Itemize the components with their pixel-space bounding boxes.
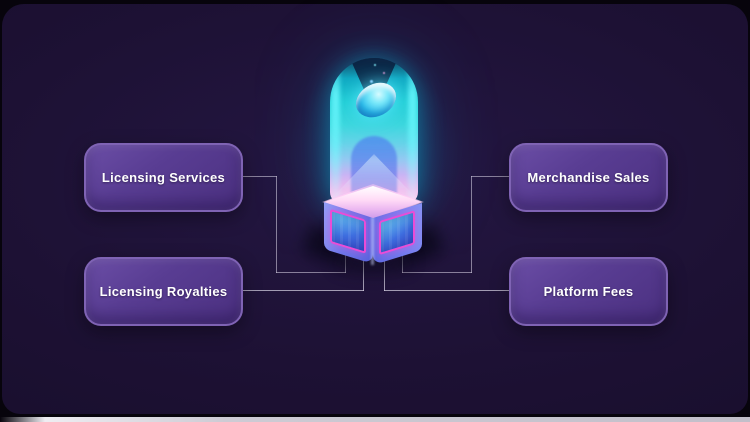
connector-licensing-services-h2 <box>276 272 346 273</box>
connector-platform-fees-stub <box>384 254 385 291</box>
connector-merchandise-sales-h2 <box>402 272 472 273</box>
node-licensing-services: Licensing Services <box>84 143 243 212</box>
node-label: Merchandise Sales <box>527 170 650 185</box>
bottom-page-sliver <box>0 417 750 422</box>
cube-right-screen-panel <box>379 210 415 256</box>
cube-front-edge-highlight <box>371 217 374 265</box>
particle-dot <box>374 64 376 66</box>
cube-left-screen-panel <box>330 208 366 254</box>
particle-dot <box>383 72 385 74</box>
node-platform-fees: Platform Fees <box>509 257 668 326</box>
floating-coin-icon <box>349 76 403 124</box>
connector-licensing-royalties-stub <box>363 254 364 291</box>
node-label: Licensing Services <box>101 170 226 185</box>
node-label: Licensing Royalties <box>99 284 228 299</box>
node-licensing-royalties: Licensing Royalties <box>84 257 243 326</box>
connector-licensing-royalties-h1 <box>239 290 364 291</box>
node-label: Platform Fees <box>543 284 634 299</box>
connector-licensing-services-h1 <box>239 176 277 177</box>
tube-left-edge-highlight <box>331 58 340 204</box>
connector-merchandise-sales-h1 <box>471 176 509 177</box>
holographic-token-pillar-icon <box>254 24 494 292</box>
connector-merchandise-sales-v1 <box>471 176 472 273</box>
particle-dot <box>370 80 373 83</box>
connector-licensing-services-v1 <box>276 176 277 273</box>
isometric-cube-base <box>301 184 445 272</box>
node-merchandise-sales: Merchandise Sales <box>509 143 668 212</box>
connector-platform-fees-h1 <box>384 290 509 291</box>
tube-right-edge-highlight <box>408 58 417 204</box>
